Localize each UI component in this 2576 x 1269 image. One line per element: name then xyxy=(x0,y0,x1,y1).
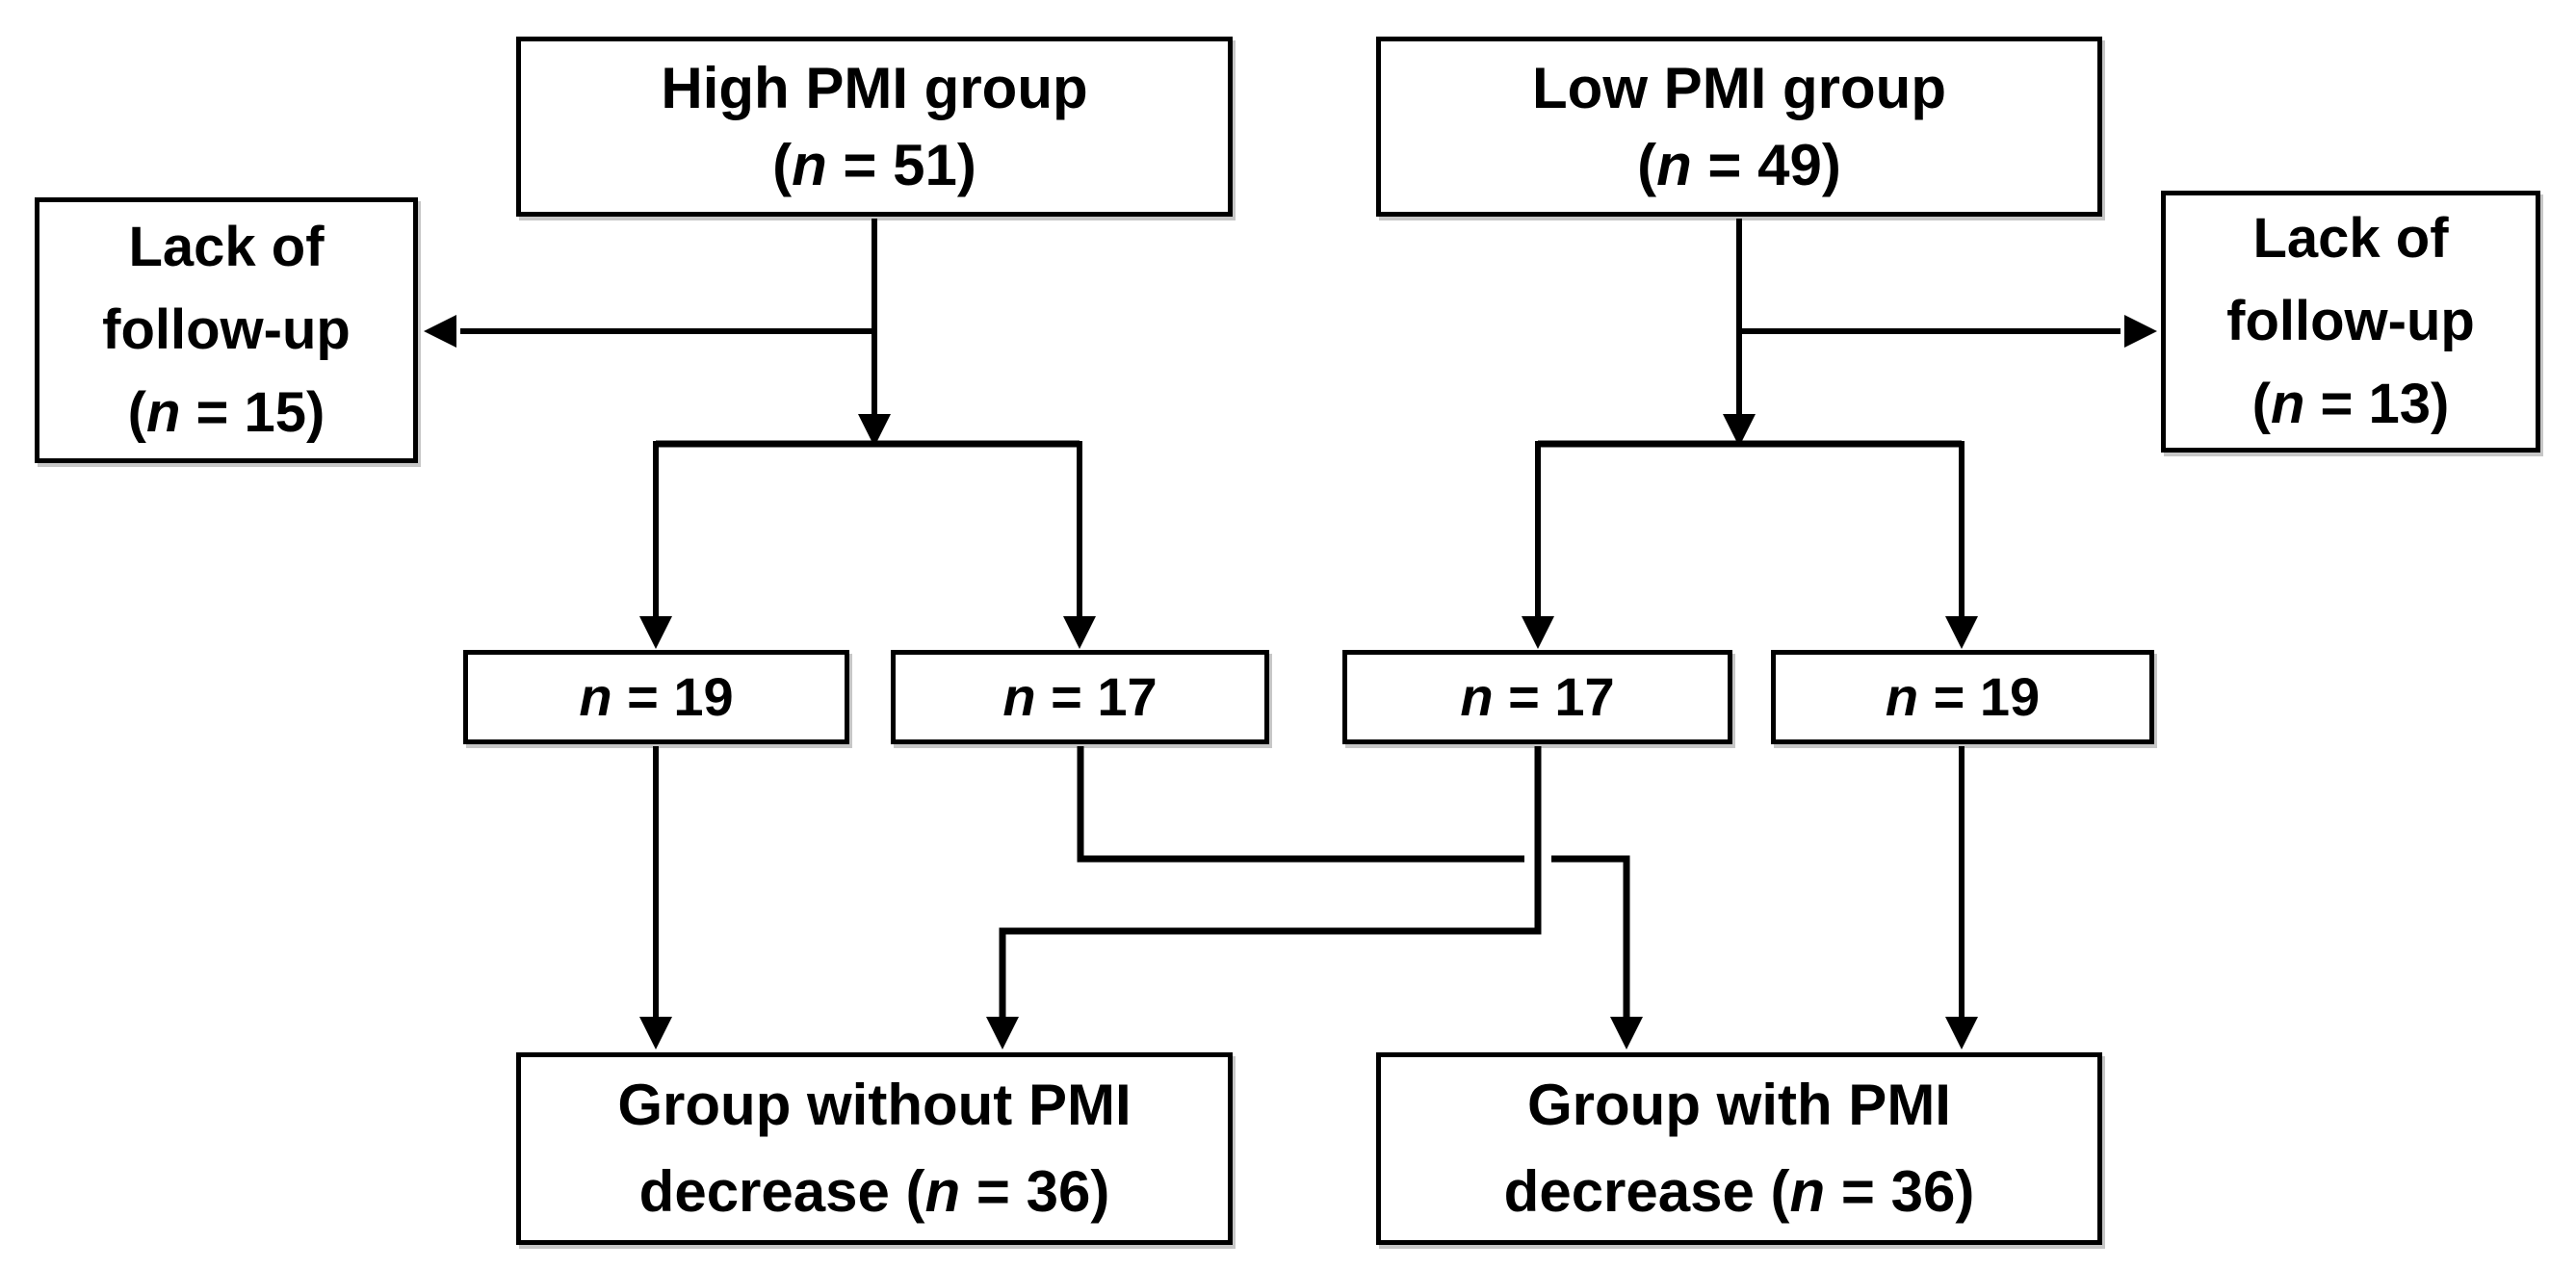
low-sub-right-arrowhead xyxy=(1945,616,1978,649)
text-label: decrease ( xyxy=(638,1159,925,1224)
lack-followup-right-box: Lack of follow-up (n = 13) xyxy=(2161,191,2540,453)
box-text-line: Low PMI group xyxy=(1532,50,1946,127)
n-italic: n xyxy=(792,132,827,197)
high19-to-without-arrowhead xyxy=(639,1017,672,1049)
group-with-pmi-decrease-box: Group with PMI decrease (n = 36) xyxy=(1376,1052,2102,1245)
box-text-line: n = 17 xyxy=(1002,668,1157,726)
n-value: = 15) xyxy=(180,381,325,444)
high-sub-right-arrowhead xyxy=(1063,616,1096,649)
low19-to-with-arrowhead xyxy=(1945,1017,1978,1049)
text-label: High PMI group xyxy=(661,55,1088,120)
n-value: = 36) xyxy=(1825,1159,1975,1224)
low-down-arrowhead xyxy=(1723,414,1756,447)
low17-to-without-line xyxy=(999,746,1542,1019)
text-label: Group with PMI xyxy=(1527,1073,1951,1137)
low-pmi-group-box: Low PMI group (n = 49) xyxy=(1376,37,2102,217)
n-value: = 19 xyxy=(611,666,734,727)
box-text-line: n = 19 xyxy=(1886,668,2040,726)
n-italic: n xyxy=(1002,666,1036,727)
lack-followup-left-box: Lack of follow-up (n = 15) xyxy=(35,197,418,463)
low-sub-n19-box: n = 19 xyxy=(1771,650,2154,744)
box-text-line: follow-up xyxy=(2226,280,2475,363)
high-pmi-group-box: High PMI group (n = 51) xyxy=(516,37,1233,217)
box-text-line: (n = 15) xyxy=(128,372,325,454)
box-text-line: Lack of xyxy=(2252,197,2448,280)
box-text-line: Lack of xyxy=(128,206,324,289)
n-italic: n xyxy=(579,666,612,727)
box-text-line: follow-up xyxy=(102,289,351,372)
high17-to-with-line-a xyxy=(1077,746,1524,863)
low-sub-n17-box: n = 17 xyxy=(1342,650,1732,744)
high-lack-arrowhead xyxy=(424,315,456,348)
n-italic: n xyxy=(1789,1159,1826,1224)
low17-to-without-arrowhead xyxy=(986,1017,1019,1049)
paren-open: ( xyxy=(1637,132,1657,197)
high-sub-left-arrowhead xyxy=(639,616,672,649)
n-value: = 36) xyxy=(960,1159,1110,1224)
n-value: = 51) xyxy=(826,132,976,197)
group-without-pmi-decrease-box: Group without PMI decrease (n = 36) xyxy=(516,1052,1233,1245)
box-text-line: Group without PMI xyxy=(617,1062,1131,1149)
high17-to-with-arrowhead xyxy=(1610,1017,1643,1049)
n-value: = 49) xyxy=(1691,132,1841,197)
n-italic: n xyxy=(145,381,181,444)
high-sub-n17-box: n = 17 xyxy=(891,650,1269,744)
box-text-line: n = 19 xyxy=(579,668,733,726)
box-text-line: decrease (n = 36) xyxy=(639,1149,1110,1235)
text-label: decrease ( xyxy=(1503,1159,1790,1224)
paren-open: ( xyxy=(127,381,146,444)
n-value: = 17 xyxy=(1493,666,1615,727)
box-text-line: High PMI group xyxy=(661,50,1087,127)
box-text-line: n = 17 xyxy=(1460,668,1614,726)
n-italic: n xyxy=(1656,132,1692,197)
high-sub-n19-box: n = 19 xyxy=(463,650,849,744)
box-text-line: decrease (n = 36) xyxy=(1504,1149,1975,1235)
n-italic: n xyxy=(924,1159,961,1224)
paren-open: ( xyxy=(772,132,793,197)
box-text-line: (n = 13) xyxy=(2252,363,2450,446)
text-label: Low PMI group xyxy=(1532,55,1946,120)
n-italic: n xyxy=(2270,373,2305,435)
n-value: = 19 xyxy=(1918,666,2041,727)
n-value: = 13) xyxy=(2304,373,2450,435)
n-value: = 17 xyxy=(1035,666,1158,727)
box-text-line: (n = 49) xyxy=(1637,127,1841,204)
high-down-arrowhead xyxy=(858,414,891,447)
n-italic: n xyxy=(1885,666,1919,727)
text-label: Lack of xyxy=(128,216,325,278)
high17-to-with-line-b xyxy=(1551,855,1630,1019)
paren-open: ( xyxy=(2251,373,2271,435)
box-text-line: (n = 51) xyxy=(772,127,976,204)
text-label: follow-up xyxy=(102,298,351,361)
text-label: Group without PMI xyxy=(617,1073,1132,1137)
n-italic: n xyxy=(1460,666,1494,727)
text-label: Lack of xyxy=(2252,207,2449,270)
text-label: follow-up xyxy=(2226,290,2475,352)
low-sub-left-arrowhead xyxy=(1522,616,1554,649)
low-lack-arrowhead xyxy=(2124,315,2157,348)
box-text-line: Group with PMI xyxy=(1527,1062,1951,1149)
